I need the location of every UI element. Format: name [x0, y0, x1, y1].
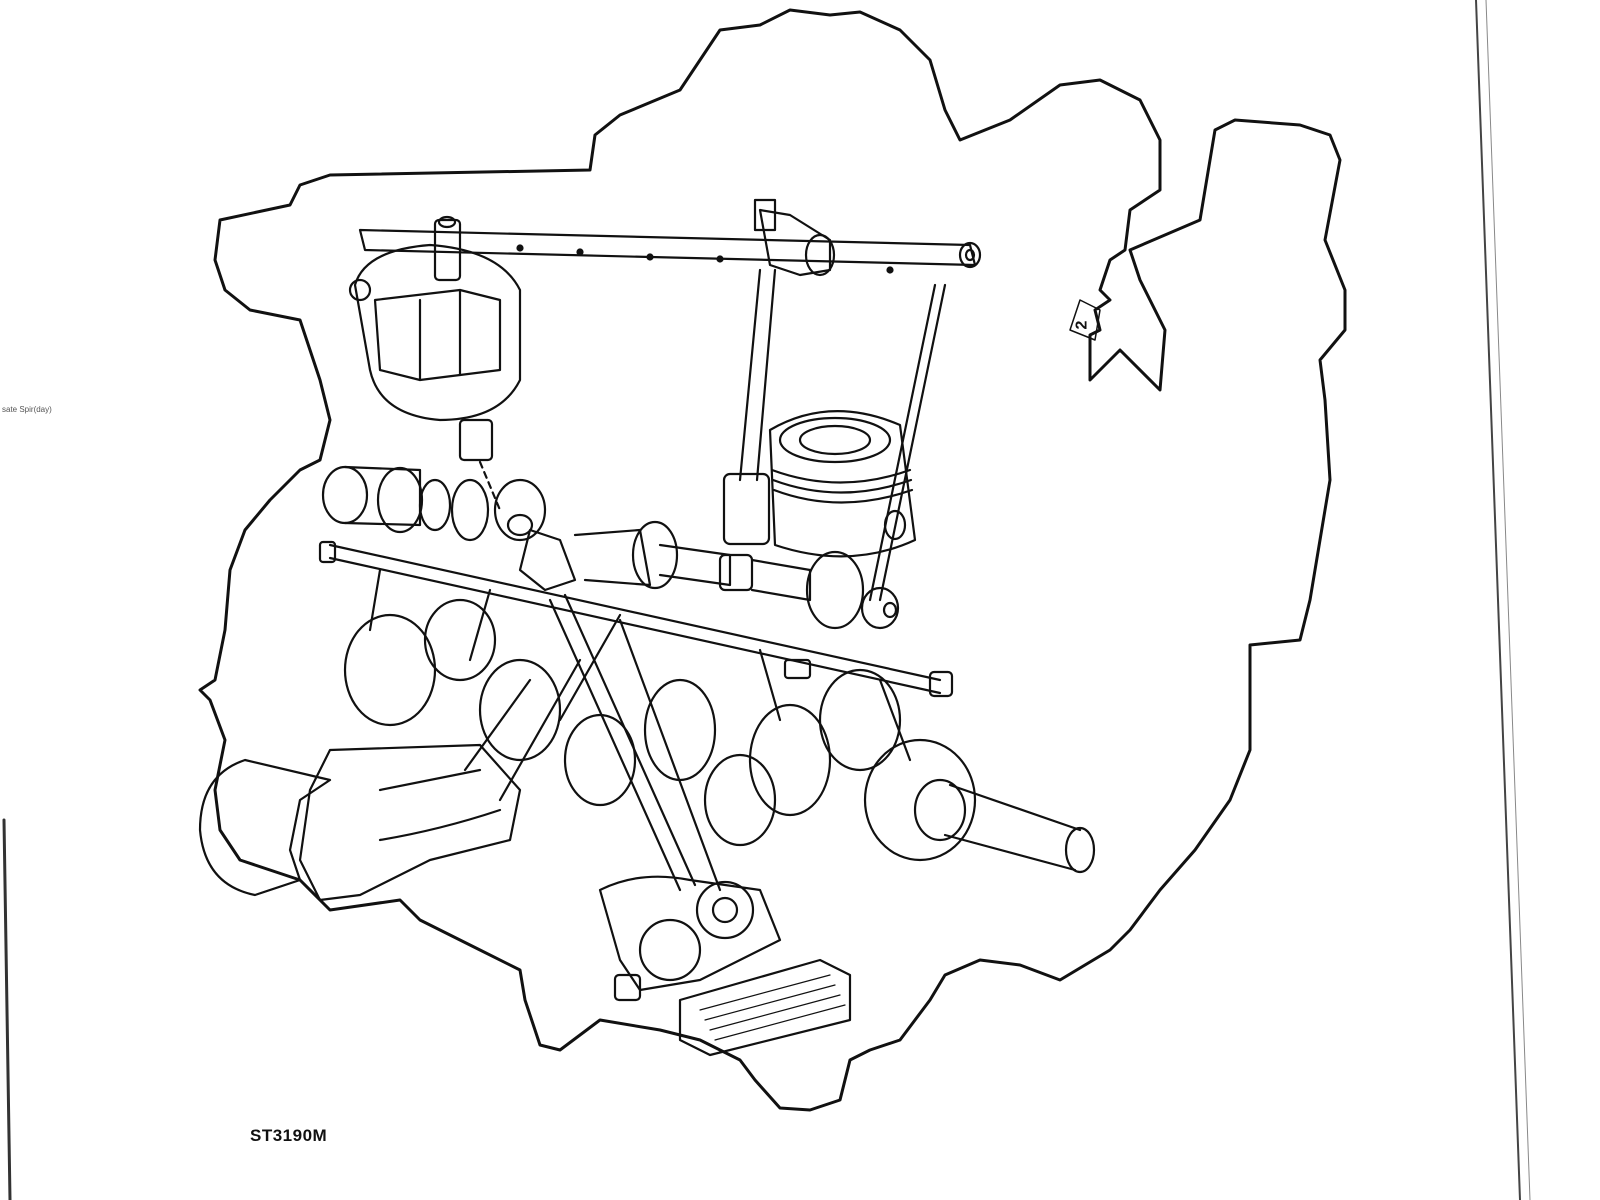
scan-edge-text: sate Spir(day): [2, 405, 52, 414]
scan-edge-right: [1475, 0, 1521, 1200]
pushrod-tube: [722, 268, 947, 602]
oil-filter: [348, 215, 522, 512]
hole-marker: 2: [1073, 320, 1091, 330]
oil-cooler: [678, 958, 852, 1057]
crankshaft: [343, 598, 1096, 874]
scan-edge-right-2: [1485, 0, 1531, 1200]
hole-outline: [1069, 299, 1101, 341]
engine-outline: [198, 8, 1347, 1112]
rocker-shaft: [358, 198, 982, 277]
figure-code: ST3190M: [250, 1126, 328, 1145]
oil-pump: [548, 593, 782, 1002]
camshaft: [321, 465, 900, 630]
scan-edge-left: [2, 818, 12, 1200]
piston: [768, 410, 917, 558]
main-gallery: [318, 540, 954, 762]
flywheel: [198, 658, 582, 902]
